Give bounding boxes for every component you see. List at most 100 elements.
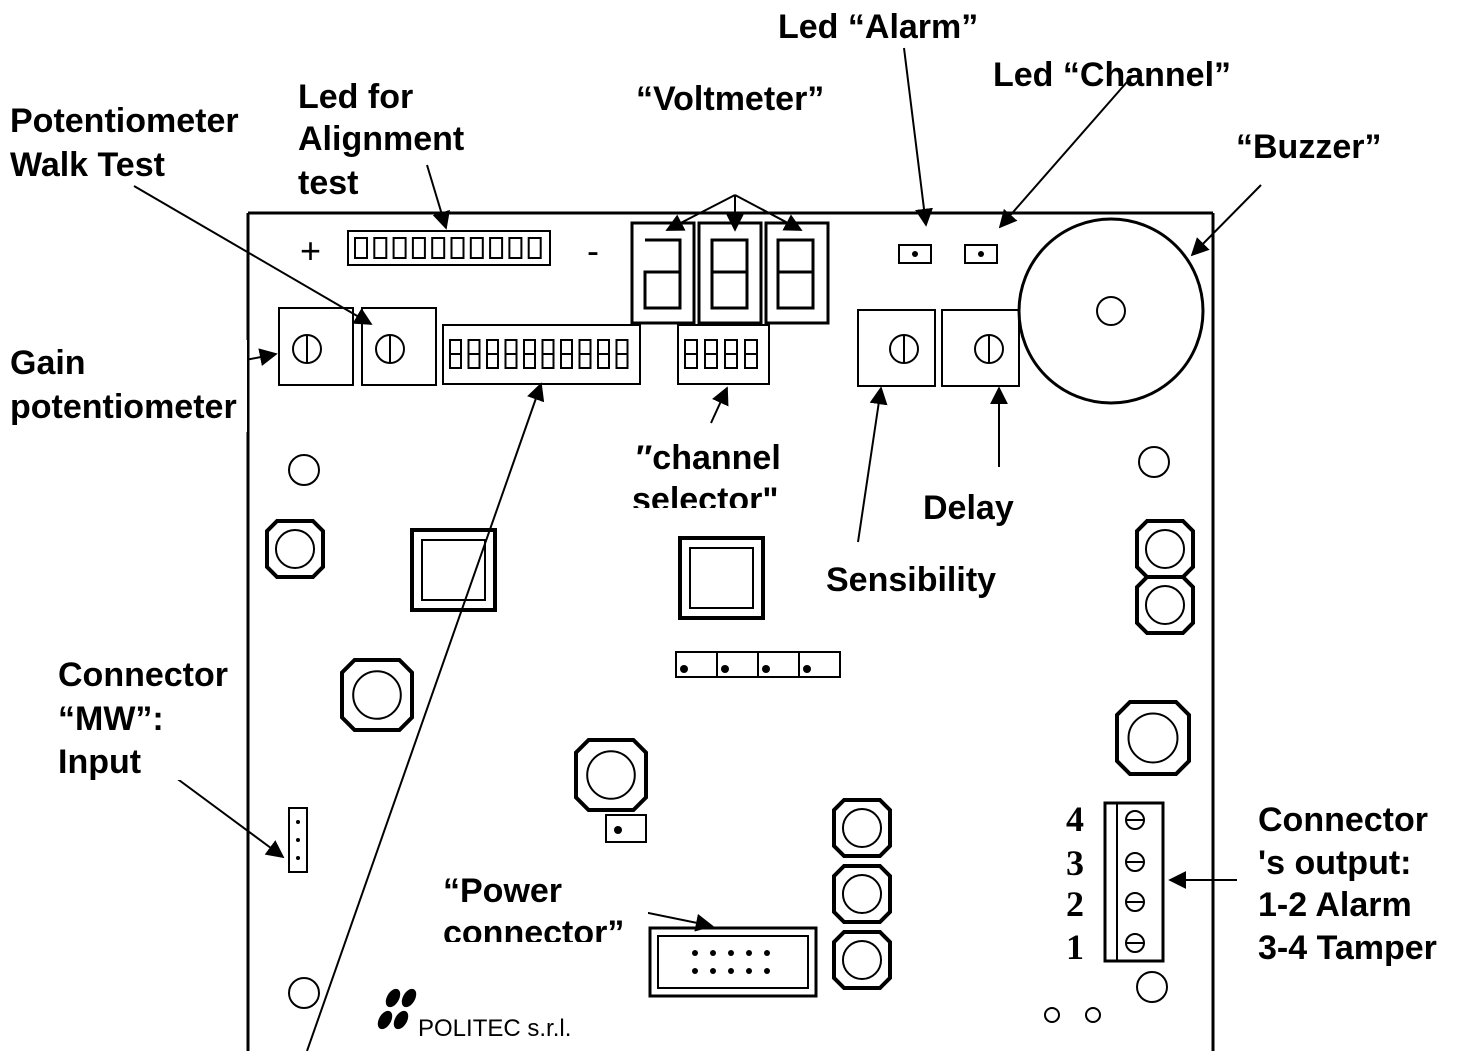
pad-hole [841,807,883,849]
label-mw-connector: Connector “MW”: Input [58,656,237,781]
walk-test-potentiometer [361,307,437,386]
label-led-alarm: Led “Alarm” [778,8,978,46]
mounting-hole [1136,971,1168,1003]
pad-outline [340,658,414,732]
octagonal-pad [574,738,648,812]
bar-led [469,237,484,259]
pad-hole [1144,584,1186,626]
pad-hole [352,670,402,720]
label-voltmeter: “Voltmeter” [636,80,824,118]
politec-logo [377,988,417,1030]
pin-number-1: 1 [1066,927,1084,967]
label-alignment-led: Led for Alignment test [298,78,474,202]
pad-outline [832,798,892,858]
label-led-channel: Led “Channel” [993,56,1231,94]
output-terminal-block [1103,801,1165,963]
small-hole [1044,1007,1060,1023]
arrow-sensibility [857,386,888,543]
small-hole [1085,1007,1101,1023]
power-pin [710,968,716,974]
channel-selector-dip [677,324,770,385]
mounting-hole [288,454,320,486]
pad-hole [841,873,883,915]
pin-numbers: 4 3 2 1 [1066,799,1084,967]
delay-potentiometer [941,309,1020,387]
bar-led [527,237,542,259]
arrow-led-channel [998,81,1128,229]
label-crop [438,942,644,954]
leader-lines [133,47,1262,1051]
power-pin [746,968,752,974]
power-pin [764,968,770,974]
small-component-row [675,651,841,678]
octagonal-pad [1115,700,1191,776]
arrow-mw-connector [159,765,285,859]
mounting-hole [288,977,320,1009]
mounting-hole [1138,446,1170,478]
pin-number-2: 2 [1066,884,1084,924]
square-ic-center [678,536,765,620]
digit-1 [630,221,696,325]
label-output-connector: Connector 's output: 1-2 Alarm 3-4 Tampe… [1258,801,1437,967]
small-component [605,814,647,843]
pad-outline [265,519,325,579]
pad-outline [574,738,648,812]
label-backing [632,434,800,508]
label-buzzer: “Buzzer” [1236,128,1381,166]
power-pin [728,968,734,974]
label-walk-test: Potentiometer Walk Test [10,102,248,184]
bar-led [431,237,446,259]
pad-hole [1127,712,1179,764]
dip-switch-10 [442,324,641,385]
power-pin [692,968,698,974]
voltmeter-display [630,221,830,325]
pin-number-4: 4 [1066,799,1084,839]
plus-sign: + [300,230,321,271]
pad-outline [832,930,892,990]
led-alarm [898,244,932,264]
pin-number-3: 3 [1066,843,1084,883]
pad-hole [274,528,316,570]
arrow-channel-selector [710,386,729,424]
label-backing [9,340,247,432]
bar-led [411,237,426,259]
label-backing [56,650,246,780]
buzzer [1017,217,1205,405]
octagonal-pad [832,798,892,858]
digit-2 [697,221,763,325]
octagonal-pad [832,930,892,990]
octagonal-pad [265,519,325,579]
bar-led [354,237,368,259]
led-channel [964,244,998,264]
alignment-led-bar [347,230,551,266]
square-ic-left [410,528,497,612]
octagonal-pad [1135,519,1195,579]
arrow-voltmeter-1 [665,194,736,231]
power-pin [710,950,716,956]
pad-outline [1135,575,1195,635]
arrow-buzzer [1190,184,1262,257]
bar-led [489,237,504,259]
bar-led [373,237,388,259]
power-pin [692,950,698,956]
octagonal-pad [1135,575,1195,635]
octagonal-pad [832,864,892,924]
power-pin [746,950,752,956]
manufacturer-name: POLITEC s.r.l. [418,1015,571,1042]
arrow-dip-switch [306,382,545,1051]
gain-potentiometer [278,307,354,386]
sensibility-potentiometer [857,309,936,387]
arrow-walk-test [133,185,373,325]
arrow-led-alarm [903,47,933,227]
bar-led [450,237,465,259]
bar-led [392,237,407,259]
mw-connector [288,807,308,873]
power-pin [728,950,734,956]
bar-led [508,237,523,259]
digit-3 [764,221,830,325]
pad-hole [1144,528,1186,570]
minus-sign: - [587,230,599,271]
label-crop [620,508,810,522]
arrow-voltmeter-3 [734,194,803,231]
